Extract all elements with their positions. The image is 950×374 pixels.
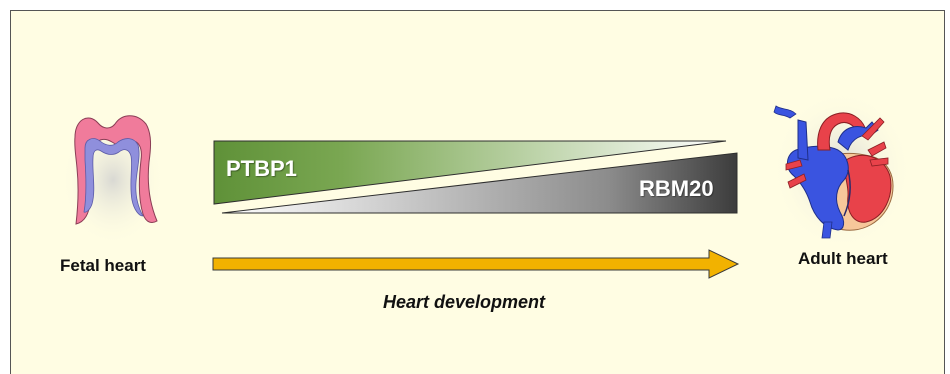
- adult-heart-icon: [772, 90, 912, 250]
- development-arrow: [212, 249, 740, 279]
- fetal-heart-icon: [61, 114, 165, 246]
- adult-heart-label: Adult heart: [798, 249, 888, 268]
- ptbp1-label: PTBP1: [226, 156, 297, 181]
- fetal-heart-label: Fetal heart: [60, 256, 146, 275]
- ptbp1-wedge: [213, 140, 727, 205]
- heart-development-label: Heart development: [383, 292, 546, 312]
- rbm20-wedge: [221, 152, 738, 214]
- rbm20-label: RBM20: [639, 176, 714, 201]
